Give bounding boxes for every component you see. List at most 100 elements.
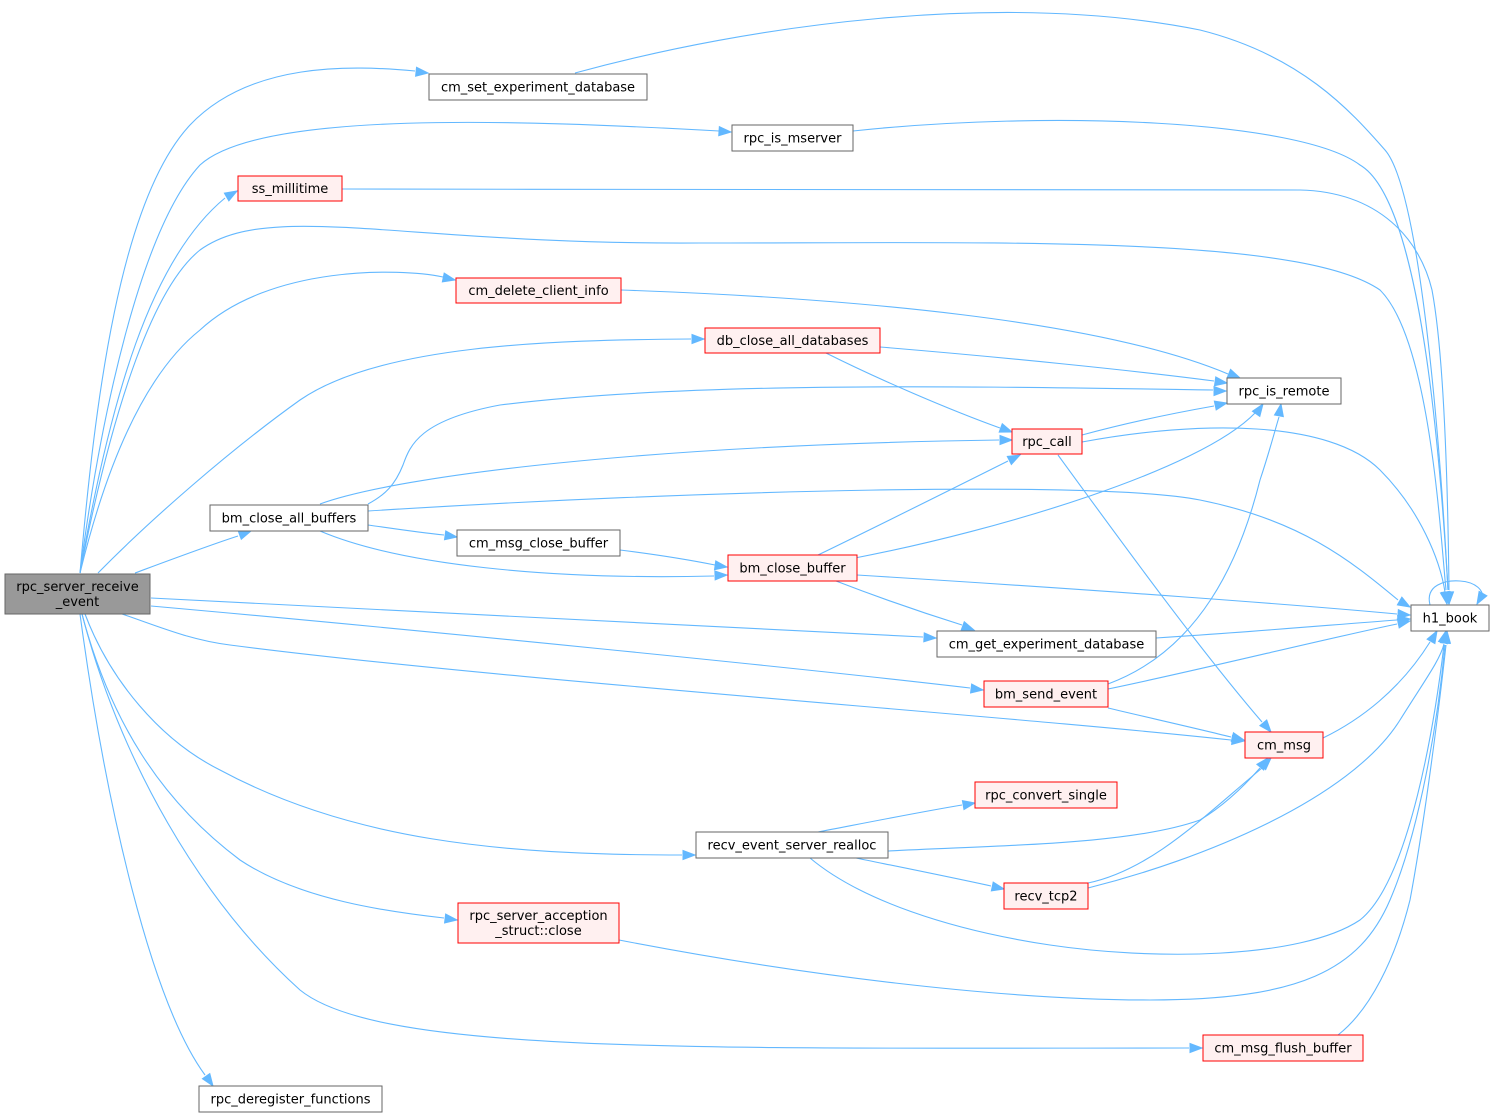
edge-line <box>856 574 1398 615</box>
edge-line <box>1081 427 1446 593</box>
edge-line <box>121 613 1232 741</box>
edge-arrowhead <box>1439 590 1450 606</box>
node-label: rpc_server_receive <box>16 580 138 595</box>
edge-arrowhead <box>1396 618 1412 629</box>
node-label: rpc_deregister_functions <box>210 1093 370 1108</box>
node-label: rpc_server_acception <box>469 909 607 924</box>
node-bm-close-all-buffers[interactable]: bm_close_all_buffers <box>209 504 369 532</box>
node-box <box>237 175 343 202</box>
edge-line <box>150 605 971 689</box>
node-label: rpc_is_mserver <box>744 132 843 147</box>
edge-arrowhead <box>999 434 1014 446</box>
node-label: rpc_call <box>1022 435 1072 450</box>
edge-rpc_server_receive_event-to-rpc_is_mserver <box>79 121 733 574</box>
edge-line <box>1155 619 1398 639</box>
node-box <box>1202 1034 1364 1062</box>
edge-arrowhead <box>1273 402 1284 418</box>
node-rpc-server-acception-struct-close[interactable]: rpc_server_acception_struct::close <box>457 902 620 944</box>
node-ss-millitime[interactable]: ss_millitime <box>237 175 343 202</box>
node-label: recv_tcp2 <box>1014 890 1077 905</box>
node-rpc-convert-single[interactable]: rpc_convert_single <box>974 781 1118 809</box>
edge-line <box>1107 707 1232 738</box>
edge-rpc_server_receive_event-to-cm_delete_client_info <box>79 271 457 574</box>
edge-rpc_server_receive_event-to-cm_get_experiment_database <box>150 597 938 643</box>
node-rpc-call[interactable]: rpc_call <box>1011 428 1083 455</box>
edge-rpc_server_receive_event-to-recv_event_server_realloc <box>84 613 697 861</box>
node-label: bm_close_all_buffers <box>222 512 357 527</box>
edge-line <box>817 460 1009 556</box>
node-bm-send-event[interactable]: bm_send_event <box>983 680 1109 708</box>
edge-bm_close_buffer-to-rpc_is_remote <box>854 402 1264 559</box>
edge-line <box>1428 580 1484 606</box>
edge-arrowhead <box>990 881 1006 892</box>
node-label: h1_book <box>1423 612 1478 627</box>
node-box <box>936 630 1157 658</box>
node-rpc-is-mserver[interactable]: rpc_is_mserver <box>731 124 854 152</box>
node-label: bm_send_event <box>995 688 1097 703</box>
edge-rpc_server_receive_event-to-rpc_deregister_functions <box>79 613 214 1088</box>
node-cm-set-experiment-database[interactable]: cm_set_experiment_database <box>428 73 648 101</box>
edge-line <box>81 613 445 919</box>
edge-rpc_call-to-cm_msg <box>1057 454 1272 734</box>
edge-arrowhead <box>1476 590 1488 606</box>
node-recv-tcp2[interactable]: recv_tcp2 <box>1003 882 1089 910</box>
node-label: rpc_is_remote <box>1239 385 1330 400</box>
edge-arrowhead <box>718 125 733 137</box>
edge-bm_close_all_buffers-to-cm_msg_close_buffer <box>367 524 459 541</box>
edge-bm_close_all_buffers-to-bm_close_buffer <box>319 530 729 581</box>
edge-rpc_server_receive_event-to-db_close_all_databases <box>97 333 706 574</box>
edge-rpc_server_receive_event-to-h1_book <box>79 225 1452 606</box>
node-cm-msg[interactable]: cm_msg <box>1244 731 1324 759</box>
edge-arrowhead <box>237 530 253 541</box>
edge-line <box>1337 644 1447 1036</box>
edge-db_close_all_databases-to-rpc_call <box>825 352 1014 433</box>
edge-arrowhead <box>415 66 430 77</box>
edge-rpc_call-to-rpc_is_remote <box>1081 400 1229 436</box>
edge-line <box>574 12 1449 591</box>
edge-line <box>367 386 1214 505</box>
edge-line <box>79 225 1447 591</box>
node-h1-book[interactable]: h1_book <box>1410 604 1490 632</box>
node-label: _event <box>55 595 100 610</box>
edge-line <box>319 439 1000 505</box>
edge-arrowhead <box>714 570 729 581</box>
node-box <box>727 554 858 582</box>
edge-arrowhead <box>998 422 1014 433</box>
node-rpc-deregister-functions[interactable]: rpc_deregister_functions <box>198 1085 383 1113</box>
edge-bm_close_buffer-to-h1_book <box>856 574 1412 620</box>
edge-bm_send_event-to-h1_book <box>1107 618 1412 690</box>
edge-line <box>835 580 963 626</box>
edge-line <box>367 488 1399 601</box>
node-box <box>1011 428 1083 455</box>
edge-cm_msg_close_buffer-to-bm_close_buffer <box>619 549 729 571</box>
edge-cm_msg-to-h1_book <box>1322 629 1438 739</box>
node-box <box>455 277 622 304</box>
edge-line <box>134 535 239 574</box>
edge-line <box>817 804 963 833</box>
edge-bm_close_buffer-to-rpc_call <box>817 454 1022 556</box>
node-box <box>1003 882 1089 910</box>
node-label: cm_msg_flush_buffer <box>1214 1042 1352 1057</box>
edge-line <box>150 597 924 638</box>
node-db-close-all-databases[interactable]: db_close_all_databases <box>704 327 881 354</box>
edge-arrowhead <box>1213 400 1229 411</box>
node-cm-delete-client-info[interactable]: cm_delete_client_info <box>455 277 622 304</box>
edge-rpc_is_mserver-to-h1_book <box>852 119 1454 606</box>
node-cm-msg-flush-buffer[interactable]: cm_msg_flush_buffer <box>1202 1034 1364 1062</box>
node-cm-get-experiment-database[interactable]: cm_get_experiment_database <box>936 630 1157 658</box>
edge-arrowhead <box>960 620 976 631</box>
edge-line <box>81 613 1190 1049</box>
node-cm-msg-close-buffer[interactable]: cm_msg_close_buffer <box>456 529 621 557</box>
node-recv-event-server-realloc[interactable]: recv_event_server_realloc <box>695 831 889 859</box>
node-rpc-is-remote[interactable]: rpc_is_remote <box>1226 377 1342 405</box>
edge-line <box>854 412 1256 559</box>
node-bm-close-buffer[interactable]: bm_close_buffer <box>727 554 858 582</box>
edge-bm_send_event-to-cm_msg <box>1107 707 1246 743</box>
edge-arrowhead <box>1226 368 1242 379</box>
edge-bm_close_all_buffers-to-h1_book <box>367 488 1412 608</box>
edge-line <box>618 644 1446 1001</box>
edge-line <box>84 613 683 856</box>
node-box <box>983 680 1109 708</box>
edge-arrowhead <box>1258 719 1272 734</box>
